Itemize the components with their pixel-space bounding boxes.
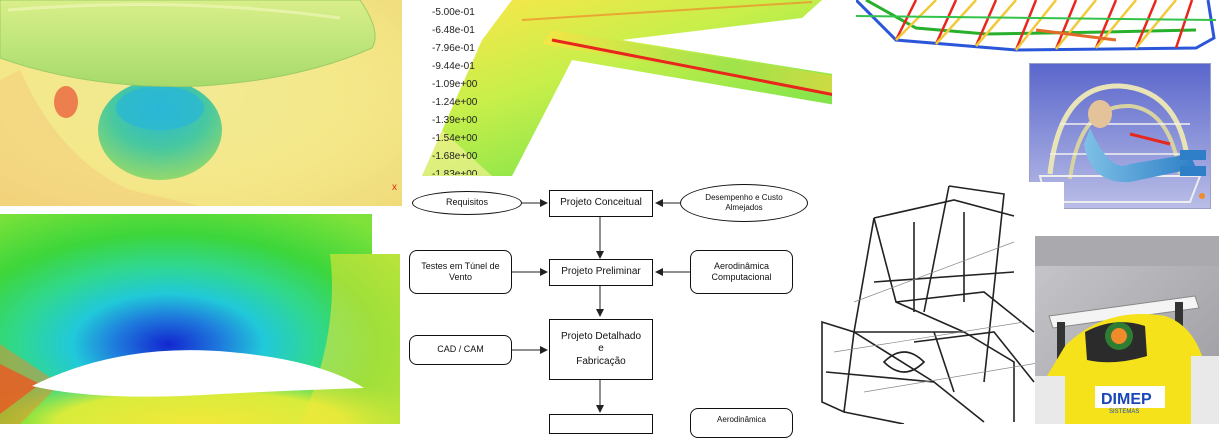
color-scale-legend: -5.00e-01 -6.48e-01 -7.96e-01 -9.44e-01 … (432, 0, 502, 175)
scale-label: -6.48e-01 (432, 25, 475, 36)
scale-label: -7.96e-01 (432, 43, 475, 54)
node-label: Desempenho e Custo Almejados (705, 193, 783, 212)
node-label: Testes em Túnel de Vento (421, 260, 500, 282)
scale-label: -1.39e+00 (432, 115, 478, 126)
node-projeto-preliminar: Projeto Preliminar (549, 259, 653, 286)
node-bottom-partial (549, 414, 653, 434)
node-cad-cam: CAD / CAM (409, 335, 512, 365)
node-label: Aerodinâmica (717, 415, 766, 424)
scale-label: -9.44e-01 (432, 61, 475, 72)
flowchart-arrows (512, 199, 690, 413)
node-desempenho: Desempenho e Custo Almejados (680, 184, 808, 222)
car-livery-sub: SISTEMAS (1109, 409, 1139, 415)
node-label: Projeto Detalhado e Fabricação (560, 330, 642, 367)
node-label: Requisitos (445, 197, 489, 208)
scale-label: -1.54e+00 (432, 133, 478, 144)
airfoil-cfd-image (0, 214, 400, 424)
scale-label: -1.68e+00 (432, 151, 478, 162)
node-testes-tunel: Testes em Túnel de Vento (409, 250, 512, 294)
node-label: Aerodinâmica Computacional (711, 260, 772, 282)
cfd-wing-image (402, 0, 832, 176)
node-aerodinamica-computacional: Aerodinâmica Computacional (690, 250, 793, 294)
scale-label: -1.24e+00 (432, 97, 478, 108)
truss-frame-image (856, 0, 1224, 60)
scale-label: -1.83e+00 (432, 169, 478, 175)
node-label: Projeto Conceitual (560, 197, 642, 209)
node-requisitos: Requisitos (412, 191, 522, 215)
node-projeto-detalhado: Projeto Detalhado e Fabricação (549, 319, 653, 380)
scale-label: -1.09e+00 (432, 79, 478, 90)
design-flowchart: Requisitos Projeto Conceitual Desempenho… (402, 178, 812, 438)
scale-label: -5.00e-01 (432, 7, 475, 18)
chassis-drawing-image (814, 182, 1064, 424)
cfd-fuselage-image: x (0, 0, 402, 206)
race-car-photo: DIMEP SISTEMAS (1035, 236, 1219, 424)
svg-text:x: x (392, 182, 397, 193)
node-label: Projeto Preliminar (561, 266, 641, 278)
node-aerodinamica-bottom: Aerodinâmica (690, 408, 793, 438)
node-label: CAD / CAM (437, 344, 484, 355)
node-projeto-conceitual: Projeto Conceitual (549, 190, 653, 217)
car-livery-brand: DIMEP (1101, 391, 1152, 408)
